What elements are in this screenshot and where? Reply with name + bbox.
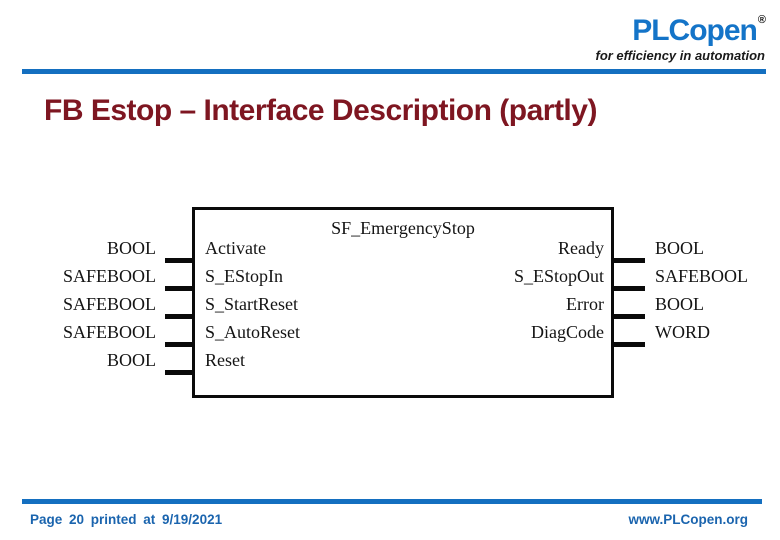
output-connector-stub bbox=[613, 314, 645, 319]
logo-brand-line: PLCopen® bbox=[595, 14, 766, 47]
input-pin-label: Activate bbox=[205, 238, 266, 258]
logo-tagline: for efficiency in automation bbox=[595, 48, 765, 63]
fbd-block-name: SF_EmergencyStop bbox=[331, 218, 475, 238]
output-type-label: WORD bbox=[655, 322, 710, 342]
input-type-label: SAFEBOOL bbox=[62, 322, 156, 342]
input-connector-stub bbox=[165, 370, 193, 375]
output-type-label: BOOL bbox=[655, 238, 704, 258]
input-type-label: BOOL bbox=[107, 350, 156, 370]
slide-title: FB Estop – Interface Description (partly… bbox=[44, 94, 597, 127]
output-type-label: SAFEBOOL bbox=[655, 266, 749, 286]
output-type-label: BOOL bbox=[655, 294, 704, 314]
input-connector-stub bbox=[165, 258, 193, 263]
input-type-label: SAFEBOOL bbox=[62, 266, 156, 286]
input-pin-label: S_AutoReset bbox=[205, 322, 301, 342]
output-connector-stub bbox=[613, 286, 645, 291]
output-pin-label: Ready bbox=[558, 238, 604, 258]
input-pin-label: S_StartReset bbox=[205, 294, 298, 314]
plcopen-logo: PLCopen® for efficiency in automation bbox=[595, 14, 766, 63]
output-pin-label: DiagCode bbox=[531, 322, 604, 342]
footer-url: www.PLCopen.org bbox=[628, 512, 749, 527]
input-connector-stub bbox=[165, 314, 193, 319]
output-connector-stub bbox=[613, 258, 645, 263]
input-type-label: BOOL bbox=[107, 238, 156, 258]
input-connector-stub bbox=[165, 286, 193, 291]
footer-divider bbox=[22, 499, 762, 504]
fbd-diagram: SF_EmergencyStop BOOL SAFEBOOL SAFEBOOL … bbox=[0, 207, 780, 407]
output-pin-label: Error bbox=[566, 294, 604, 314]
output-pin-label: S_EStopOut bbox=[513, 266, 604, 286]
logo-brand: PLCopen bbox=[632, 14, 758, 47]
input-pin-label: S_EStopIn bbox=[205, 266, 284, 286]
output-connector-stub bbox=[613, 342, 645, 347]
registered-trademark-icon: ® bbox=[757, 14, 766, 26]
input-pin-label: Reset bbox=[205, 350, 245, 370]
header-divider bbox=[22, 69, 766, 74]
footer-page-info: Page 20 printed at 9/19/2021 bbox=[30, 512, 223, 527]
input-type-label: SAFEBOOL bbox=[62, 294, 156, 314]
input-connector-stub bbox=[165, 342, 193, 347]
fbd-block-outline bbox=[192, 207, 614, 398]
